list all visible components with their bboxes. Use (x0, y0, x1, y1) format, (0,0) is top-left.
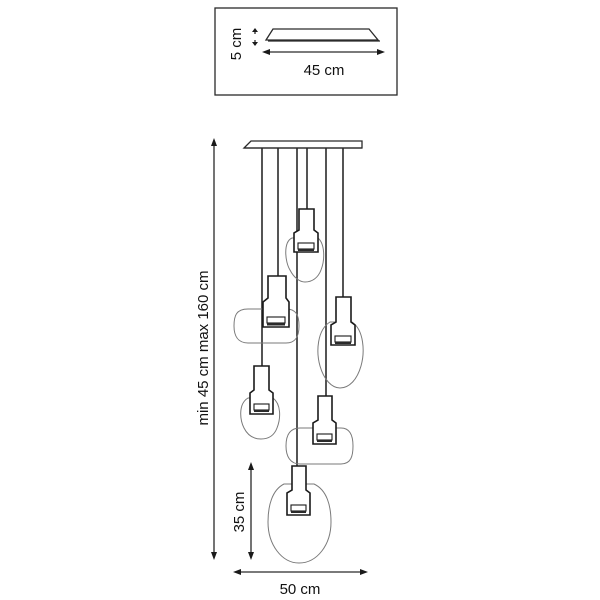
pendant-cords (261, 148, 344, 467)
canopy-detail-box: 5 cm 45 cm (214, 7, 398, 96)
pendant-shade-3 (317, 296, 364, 389)
pendant-shade-5 (285, 395, 354, 465)
pendant-lamp-drawing (233, 140, 364, 564)
canopy-height-label: 5 cm (228, 28, 245, 61)
canopy-width-label: 45 cm (304, 62, 345, 79)
diameter-dimension-label: 50 cm (280, 581, 321, 598)
ceiling-canopy (242, 140, 363, 149)
pendant-shade-6 (267, 465, 332, 564)
canopy-height-arrow (252, 28, 258, 46)
pendant-shade-2 (233, 275, 300, 344)
pendant-shade-1 (285, 208, 325, 283)
canopy-side-view (264, 28, 380, 42)
length-dimension-label: min 45 cm max 160 cm (195, 270, 212, 425)
shade-height-label: 35 cm (231, 492, 248, 533)
pendant-shade-4 (240, 365, 281, 440)
